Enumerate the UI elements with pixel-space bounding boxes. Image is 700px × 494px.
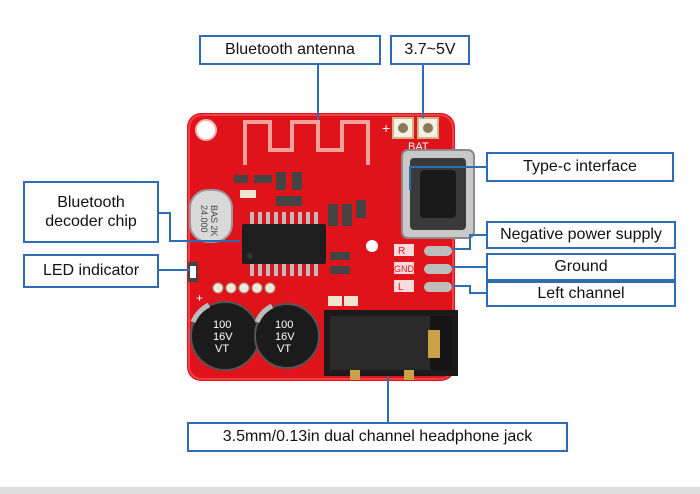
callout-ground: Ground [486, 253, 676, 281]
callout-bluetooth-antenna: Bluetooth antenna [199, 35, 381, 65]
crystal: 24.000 BAS 2K [189, 189, 233, 243]
capacitor-left: 100 16V VT [190, 301, 260, 371]
bottom-divider [0, 487, 700, 494]
type-c-connector [401, 149, 475, 239]
callout-voltage: 3.7~5V [390, 35, 470, 65]
callout-left-channel: Left channel [486, 281, 676, 307]
callout-negative-power: Negative power supply [486, 221, 676, 249]
svg-text:GND: GND [394, 264, 415, 274]
svg-text:R: R [398, 246, 405, 257]
output-pads: R GND L [394, 244, 452, 293]
mounting-hole [196, 120, 216, 140]
bat-pads: BAT + [382, 117, 439, 153]
decoder-chip [242, 212, 326, 276]
svg-text:VT: VT [215, 343, 229, 355]
leader-lines [158, 63, 486, 425]
svg-text:BAS 2K: BAS 2K [209, 205, 219, 237]
antenna-trace [243, 120, 370, 165]
svg-text:100: 100 [275, 319, 293, 331]
smd-components [188, 172, 366, 306]
headphone-jack [324, 310, 458, 380]
svg-text:24.000: 24.000 [199, 205, 209, 233]
plus-sign-top: + [382, 120, 390, 136]
test-pads [212, 282, 276, 294]
svg-text:100: 100 [213, 319, 231, 331]
callout-type-c: Type-c interface [486, 152, 674, 182]
svg-text:16V: 16V [275, 331, 295, 343]
callout-decoder-chip: Bluetooth decoder chip [23, 181, 159, 243]
plus-sign-cap: + [196, 291, 203, 305]
svg-text:16V: 16V [213, 331, 233, 343]
capacitor-right: 100 16V VT [254, 303, 320, 369]
svg-text:L: L [398, 282, 404, 293]
svg-text:VT: VT [277, 343, 291, 355]
callout-headphone-jack: 3.5mm/0.13in dual channel headphone jack [187, 422, 568, 452]
callout-led-indicator: LED indicator [23, 254, 159, 288]
